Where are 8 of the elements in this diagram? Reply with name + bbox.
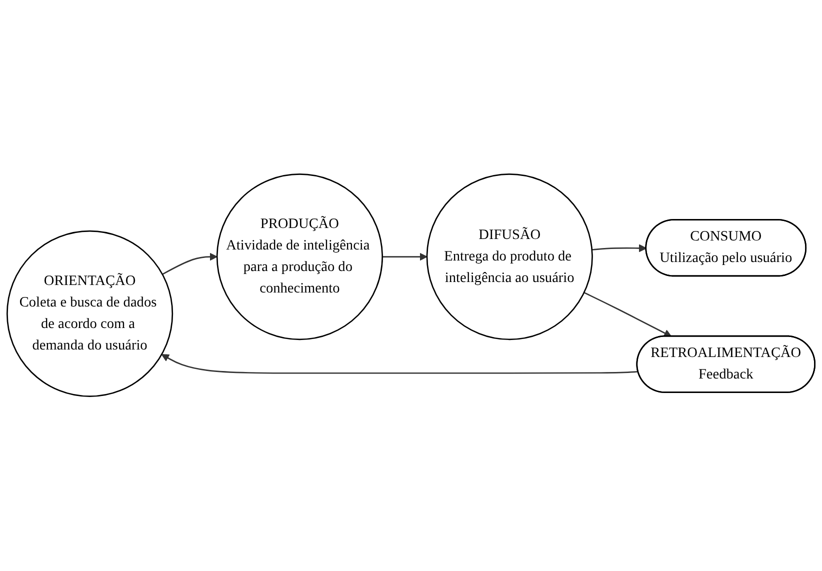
node-circle: ORIENTAÇÃO Coleta e busca de dados de acordo com a demanda do usuário [6,230,174,398]
arrow [161,354,638,374]
arrow [382,253,428,261]
arrow [592,244,647,252]
arrow [584,292,672,338]
arrow [162,253,218,276]
node-circle: PRODUÇÃO Atividade de inteligência para a produção do conhecimento [216,174,383,340]
node-circle: DIFUSÃO Entrega do produto de inteligência ao usuário [426,174,593,340]
